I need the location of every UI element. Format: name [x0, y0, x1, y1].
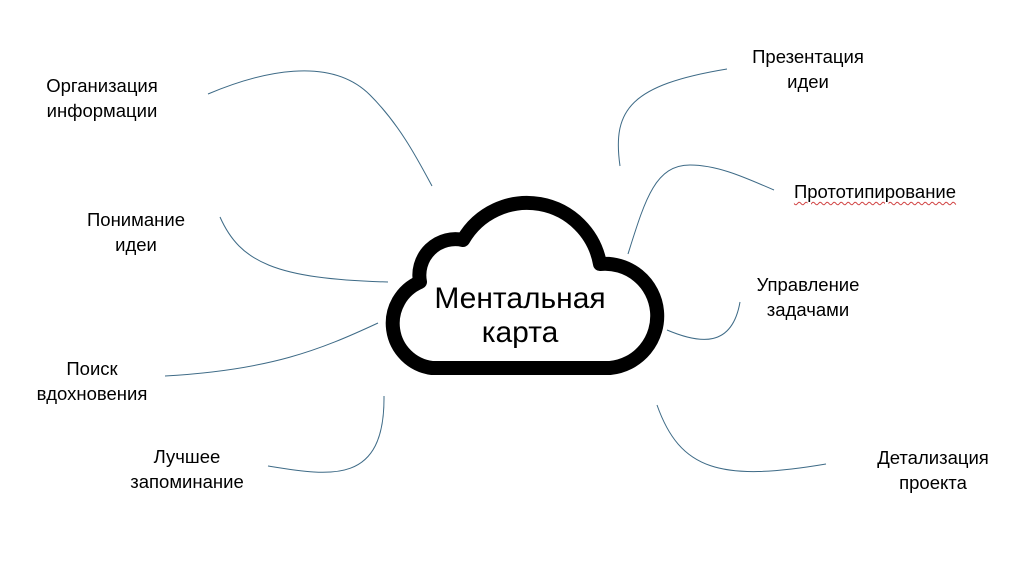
connector-inspiration — [164, 322, 379, 377]
branch-prototyping: Прототипирование — [793, 181, 957, 202]
connector-presentation — [617, 68, 728, 167]
connector-details — [656, 404, 827, 473]
connector-understanding — [219, 216, 389, 283]
connector-prototyping — [627, 164, 775, 255]
cloud-icon — [385, 195, 665, 375]
connector-organization — [207, 70, 433, 187]
connector-memory — [267, 395, 385, 473]
central-topic: Ментальная карта — [434, 282, 606, 349]
connector-tasks — [666, 301, 741, 340]
